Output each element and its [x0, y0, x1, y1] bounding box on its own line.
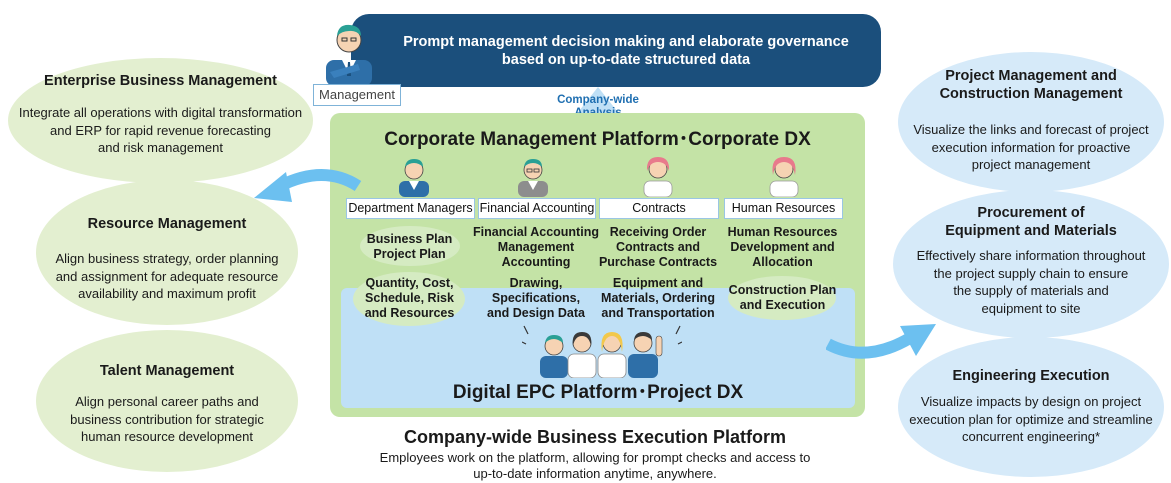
bubble-title: Enterprise Business Management: [44, 73, 277, 89]
cell-equipment-materials: Equipment and Materials, Ordering and Tr…: [601, 276, 715, 320]
dept-financial-accounting: Financial Accounting: [478, 198, 596, 219]
left-curved-arrow-icon: [254, 169, 362, 202]
cell-drawing-specs: Drawing, Specifications, and Design Data: [487, 276, 585, 320]
dept-human-resources: Human Resources: [724, 198, 843, 219]
cell-bg: [360, 226, 460, 266]
bubble-title: Project Management and Construction Mana…: [939, 68, 1123, 102]
human-resources-figure-icon: [769, 157, 799, 197]
execution-platform-description: Employees work on the platform, allowing…: [379, 450, 811, 481]
team-group-icon: [522, 325, 682, 378]
manager-figure-icon: [326, 24, 372, 86]
bubble-text: Effectively share information throughout…: [916, 248, 1146, 316]
talent-management-bubble: Talent Management Align personal career …: [36, 330, 298, 472]
right-curved-arrow-icon: [826, 324, 936, 359]
digital-epc-platform-title: Digital EPC Platform･Project DX: [452, 382, 744, 403]
financial-accounting-figure-icon: [518, 159, 548, 197]
cell-bg: [728, 276, 836, 320]
bubble-title: Resource Management: [87, 216, 247, 232]
project-management-bubble: Project Management and Construction Mana…: [898, 52, 1164, 192]
department-manager-figure-icon: [399, 159, 429, 197]
bubble-title: Procurement of Equipment and Materials: [945, 205, 1117, 239]
procurement-bubble: Procurement of Equipment and Materials E…: [893, 190, 1169, 338]
resource-management-bubble: Resource Management Align business strat…: [36, 180, 298, 325]
engineering-execution-bubble: Engineering Execution Visualize impacts …: [898, 337, 1164, 477]
corporate-platform-title: Corporate Management Platform･Corporate …: [384, 129, 811, 150]
dept-contracts: Contracts: [599, 198, 719, 219]
contracts-figure-icon: [643, 157, 673, 197]
cell-bg: [353, 272, 465, 326]
bubble-text: Align personal career paths and business…: [70, 394, 264, 444]
bubble-text: Integrate all operations with digital tr…: [18, 105, 303, 155]
execution-platform-title: Company-wide Business Execution Platform: [403, 427, 787, 447]
cell-receiving-order: Receiving Order Contracts and Purchase C…: [598, 225, 718, 269]
cell-financial-accounting: Financial Accounting Management Accounti…: [473, 225, 599, 269]
cell-quantity-cost: Quantity, Cost, Schedule, Risk and Resou…: [364, 276, 455, 320]
banner-text: Prompt management decision making and el…: [403, 34, 849, 68]
bubble-title: Talent Management: [99, 363, 235, 379]
bubble-text: Visualize impacts by design on project e…: [909, 394, 1153, 444]
cell-construction-plan: Construction Plan and Execution: [728, 283, 837, 312]
governance-banner: Prompt management decision making and el…: [351, 14, 881, 87]
enterprise-business-management-bubble: Enterprise Business Management Integrate…: [8, 58, 313, 183]
cell-human-resources-development: Human Resources Development and Allocati…: [727, 225, 838, 269]
dept-department-managers: Department Managers: [346, 198, 475, 219]
bubble-title: Engineering Execution: [952, 368, 1110, 384]
management-label: Management: [313, 84, 401, 106]
bubble-text: Visualize the links and forecast of proj…: [913, 122, 1149, 172]
bubble-text: Align business strategy, order planning …: [55, 251, 279, 301]
cell-business-plan: Business Plan Project Plan: [366, 232, 453, 261]
